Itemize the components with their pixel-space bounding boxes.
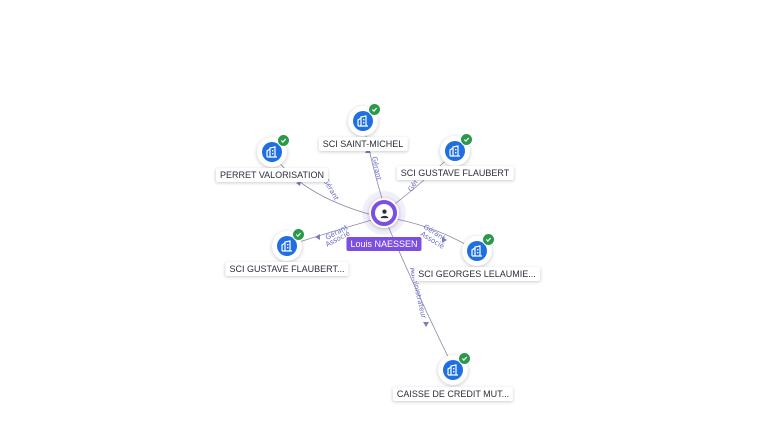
building-icon [445,141,465,161]
verified-check-icon [460,133,473,146]
node-flaubert2[interactable] [272,228,305,261]
node-flaubert[interactable] [440,133,473,166]
arrow-perret [296,181,301,186]
node-label-flaubert2[interactable]: SCI GUSTAVE FLAUBERT... [225,262,349,276]
node-label-lelaumier[interactable]: SCI GEORGES LELAUMIE... [414,267,540,281]
node-label-perret[interactable]: PERRET VALORISATION [215,168,329,182]
edge-label-saint-michel: Gérant [370,156,383,181]
node-saint-michel[interactable] [348,103,381,136]
building-icon [467,241,487,261]
building-icon [277,236,297,256]
node-caisse[interactable] [438,352,471,385]
center-node-label[interactable]: Louis NAESSEN [346,237,422,251]
node-label-saint-michel[interactable]: SCI SAINT-MICHEL [318,137,408,151]
node-lelaumier[interactable] [462,233,495,266]
person-icon [375,204,393,222]
center-node-louis-naessen[interactable] [369,198,399,228]
verified-check-icon [368,103,381,116]
verified-check-icon [292,228,305,241]
arrow-flaubert2 [315,234,320,240]
building-icon [443,360,463,380]
verified-check-icon [458,352,471,365]
arrow-lelaumier [442,237,447,243]
node-perret[interactable] [257,134,290,167]
building-icon [353,111,373,131]
building-icon [262,142,282,162]
verified-check-icon [482,233,495,246]
node-label-flaubert[interactable]: SCI GUSTAVE FLAUBERT [396,166,514,180]
edge-perret [271,152,373,216]
arrow-caisse [423,322,429,327]
verified-check-icon [277,134,290,147]
node-label-caisse[interactable]: CAISSE DE CREDIT MUT... [392,387,514,401]
